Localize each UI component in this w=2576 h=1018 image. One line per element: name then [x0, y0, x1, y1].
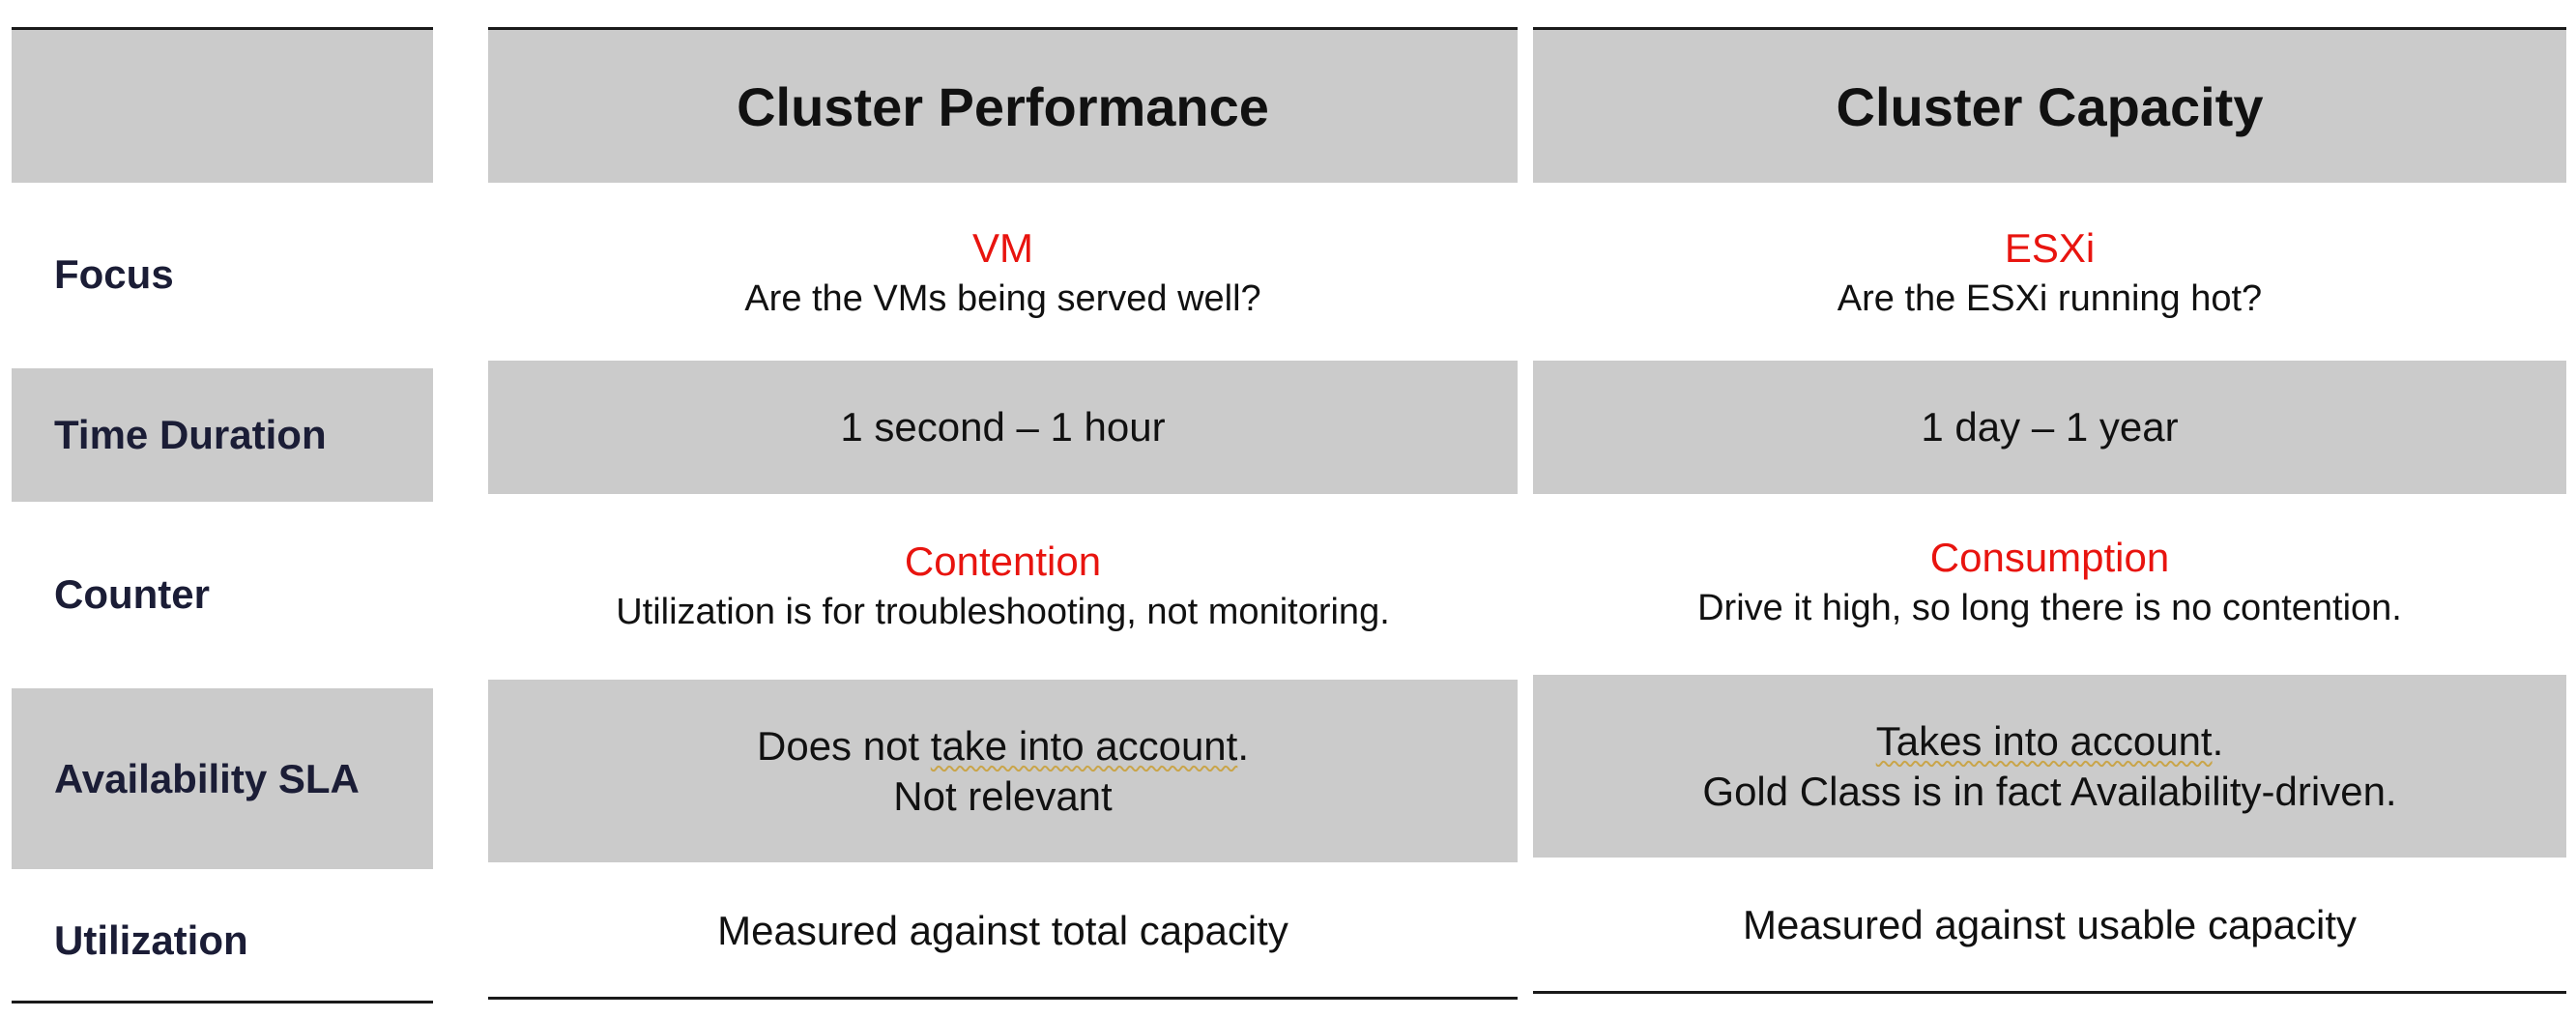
row-band-availability	[488, 680, 1518, 862]
performance-column: Cluster Performance VM Are the VMs being…	[488, 27, 1518, 1018]
cell-text: 1 second – 1 hour	[840, 404, 1166, 450]
column-title: Cluster Capacity	[1836, 75, 2264, 137]
cell-text: Measured against total capacity	[717, 908, 1288, 953]
cell-focus-performance: VM Are the VMs being served well?	[488, 220, 1518, 327]
highlight-text: Consumption	[1929, 535, 2170, 580]
cell-availability-capacity: Takes into account. Gold Class is in fac…	[1533, 675, 2566, 858]
bottom-rule	[12, 1001, 433, 1003]
cell-line-1: Takes into account.	[1876, 716, 2224, 767]
capacity-column: Cluster Capacity ESXi Are the ESXi runni…	[1533, 27, 2566, 1018]
cell-utilization-performance: Measured against total capacity	[488, 878, 1518, 984]
row-labels-column: Focus Time Duration Counter Availability…	[12, 27, 433, 1018]
header-band-empty	[12, 30, 433, 183]
header-band	[488, 30, 1518, 183]
cell-time-duration-performance: 1 second – 1 hour	[488, 361, 1518, 494]
cell-availability-performance: Does not take into account. Not relevant	[488, 680, 1518, 862]
highlight-text: VM	[972, 225, 1033, 271]
cell-counter-performance: Contention Utilization is for troublesho…	[488, 534, 1518, 640]
bottom-rule	[1533, 991, 2566, 994]
highlight-text: Contention	[904, 538, 1102, 584]
text-part: .	[1237, 722, 1249, 769]
row-band-time-duration	[1533, 361, 2566, 494]
row-label-utilization: Utilization	[54, 917, 248, 963]
top-rule	[12, 27, 433, 30]
row-label-availability-sla: Availability SLA	[54, 755, 360, 801]
cell-text: 1 day – 1 year	[1921, 404, 2179, 450]
row-label-counter: Counter	[54, 571, 210, 617]
text-part: Does not	[757, 722, 931, 769]
column-header-performance: Cluster Performance	[488, 30, 1518, 183]
cell-line-2: Gold Class is in fact Availability-drive…	[1702, 768, 2397, 814]
bottom-rule	[488, 997, 1518, 1000]
row-label-focus: Focus	[54, 251, 174, 297]
cell-utilization-capacity: Measured against usable capacity	[1533, 872, 2566, 978]
cell-text: Drive it high, so long there is no conte…	[1697, 588, 2402, 628]
row-band-availability	[1533, 675, 2566, 858]
row-band-time-duration	[12, 368, 433, 502]
text-part: .	[2212, 717, 2224, 764]
top-rule	[1533, 27, 2566, 30]
cell-text: Are the ESXi running hot?	[1837, 278, 2263, 319]
cell-line-2: Not relevant	[893, 772, 1113, 819]
cell-focus-capacity: ESXi Are the ESXi running hot?	[1533, 220, 2566, 327]
row-band-availability	[12, 688, 433, 869]
row-label-time-duration: Time Duration	[54, 412, 327, 457]
column-header-capacity: Cluster Capacity	[1533, 30, 2566, 183]
header-band	[1533, 30, 2566, 183]
row-band-time-duration	[488, 361, 1518, 494]
proofing-marked-text: Takes into account	[1875, 717, 2213, 764]
cell-line-1: Does not take into account.	[757, 721, 1249, 771]
cell-counter-capacity: Consumption Drive it high, so long there…	[1533, 532, 2566, 634]
top-rule	[488, 27, 1518, 30]
cell-time-duration-capacity: 1 day – 1 year	[1533, 361, 2566, 494]
highlight-text: ESXi	[2004, 225, 2096, 271]
cell-text: Measured against usable capacity	[1742, 902, 2358, 947]
column-title: Cluster Performance	[737, 75, 1269, 137]
proofing-marked-text: take into account	[930, 722, 1238, 769]
cell-text: Are the VMs being served well?	[744, 278, 1261, 319]
cell-text: Utilization is for troubleshooting, not …	[616, 592, 1390, 632]
